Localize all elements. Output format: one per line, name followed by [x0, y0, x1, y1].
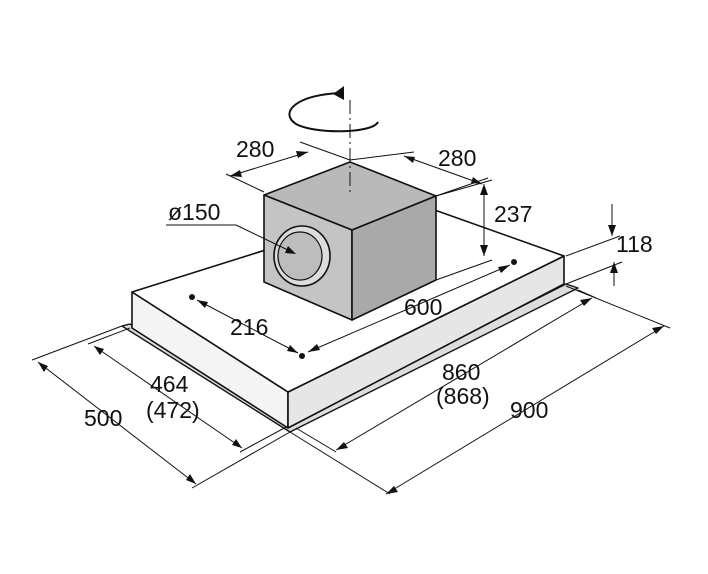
- label-mount-spacing-length: 600: [404, 294, 442, 320]
- label-cutout-depth: 464: [150, 371, 189, 397]
- chimney-dimensions: [166, 141, 493, 281]
- label-cutout-length: 860: [442, 359, 480, 385]
- depth-dimensions: [31, 325, 291, 489]
- duct-collar-inner: [277, 231, 323, 281]
- rotation-arrow-icon: [288, 86, 379, 133]
- label-canopy-thickness: 118: [616, 231, 653, 257]
- label-chimney-height: 237: [494, 201, 532, 227]
- mount-dot: [299, 353, 305, 359]
- dimension-labels: 280 280 237 ø150 118 600 216 860 (868) 9…: [84, 136, 653, 431]
- label-cutout-length-alt: (868): [436, 383, 490, 409]
- chimney-box: [263, 100, 437, 321]
- mount-dot: [189, 294, 195, 300]
- label-chimney-width: 280: [236, 136, 274, 162]
- thickness-dimension: [565, 204, 623, 286]
- mounting-points: [189, 259, 517, 359]
- label-mount-spacing-depth: 216: [230, 314, 268, 340]
- label-chimney-depth: 280: [438, 145, 476, 171]
- label-cutout-depth-alt: (472): [146, 397, 200, 423]
- label-overall-length: 900: [510, 397, 548, 423]
- label-duct-diameter: ø150: [168, 199, 220, 225]
- length-dimensions: [289, 285, 671, 495]
- label-overall-depth: 500: [84, 405, 122, 431]
- mount-dot: [511, 259, 517, 265]
